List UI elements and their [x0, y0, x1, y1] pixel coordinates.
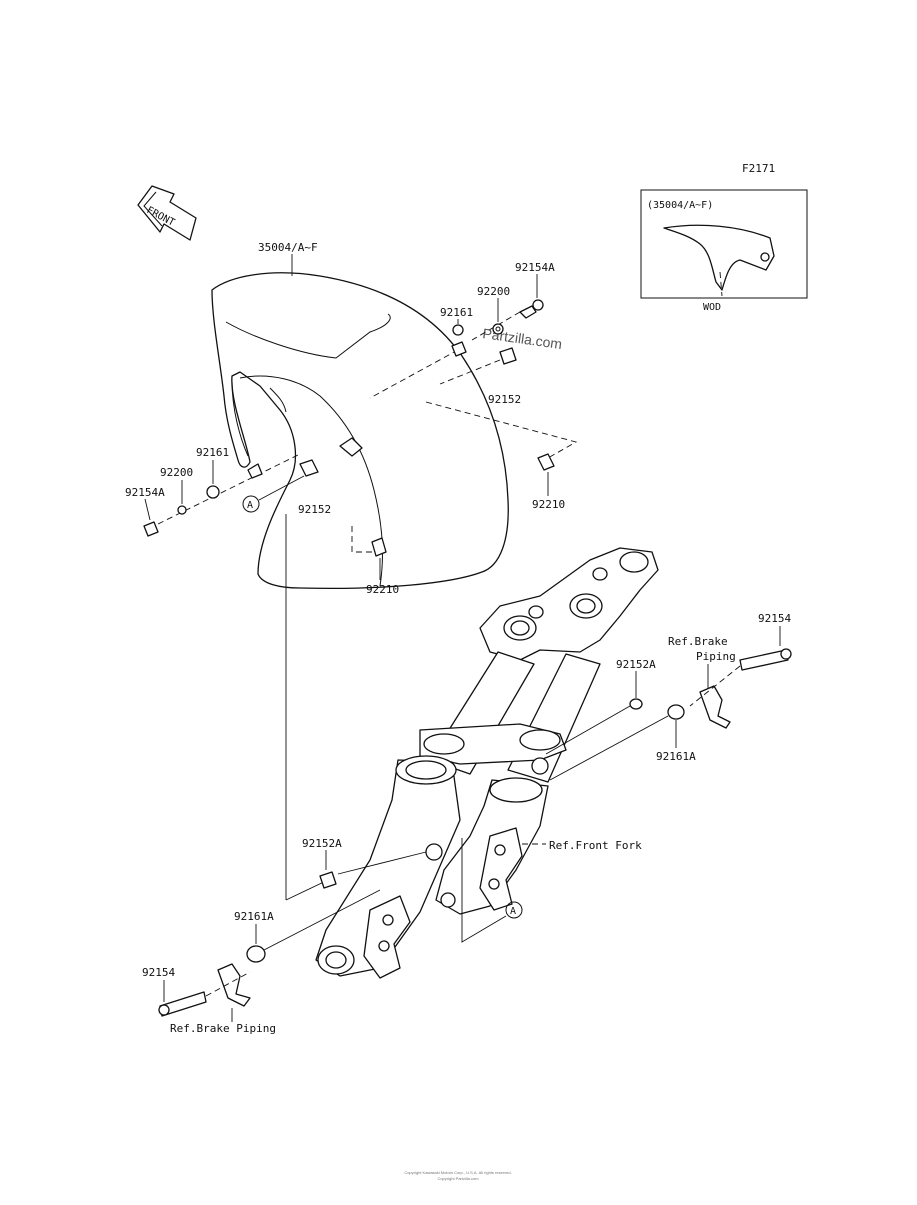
washer-icon-2: [452, 324, 464, 336]
nut-icon: [451, 341, 467, 357]
footer-copyright-2: Copyright Partzilla.com: [437, 1176, 479, 1181]
part-label-92152A-left: 92152A: [302, 837, 342, 850]
washer-icon-lower: [319, 871, 337, 889]
part-label-92161-top: 92161: [440, 306, 473, 319]
brake-hardware-right: [545, 648, 792, 781]
reference-marker-a-bottom: A: [461, 838, 523, 943]
front-arrow-icon: FRONT: [137, 185, 197, 241]
part-label-92200-left: 92200: [160, 466, 193, 479]
bolt-icon-right: [739, 649, 789, 671]
clip-icon: [537, 453, 555, 471]
part-label-92154A-top: 92154A: [515, 261, 555, 274]
washer-icon-right: [629, 698, 643, 710]
collar-icon-left: [299, 459, 319, 477]
reference-marker-a-top: A: [242, 475, 305, 513]
collar-icon-lower: [246, 945, 266, 963]
fender-hardware-left: [143, 453, 319, 537]
front-fender: [211, 272, 509, 590]
part-label-92152-mid: 92152: [298, 503, 331, 516]
part-label-92210-mid: 92210: [366, 583, 399, 596]
part-label-92152A-right: 92152A: [616, 658, 656, 671]
svg-text:A: A: [510, 906, 516, 917]
inset-box: (35004/A~F) WOD: [640, 189, 808, 313]
collar-icon: [499, 347, 517, 365]
brake-hardware-left: [158, 851, 427, 1017]
part-label-92154-left: 92154: [142, 966, 175, 979]
bolt-icon-left: [143, 521, 159, 537]
bolt-icon: [532, 299, 544, 311]
ref-brake-piping-top-line2: Piping: [696, 650, 736, 663]
inset-caption: WOD: [703, 302, 721, 313]
part-label-92161A-left: 92161A: [234, 910, 274, 923]
clip-icon-mid: [371, 537, 387, 557]
front-fork-assembly: [315, 547, 659, 979]
part-label-92152-top: 92152: [488, 393, 521, 406]
inset-label: (35004/A~F): [647, 200, 713, 211]
svg-text:A: A: [247, 500, 253, 511]
nut-icon-left: [206, 485, 220, 499]
ref-brake-piping-bottom: Ref.Brake Piping: [170, 1022, 276, 1035]
part-label-92161-left: 92161: [196, 446, 229, 459]
footer-copyright-1: Copyright Kawasaki Motors Corp., U.S.A. …: [404, 1170, 511, 1175]
ref-front-fork: Ref.Front Fork: [549, 839, 642, 852]
collar-icon-right: [667, 704, 685, 720]
brake-clamp-icon: [699, 685, 731, 729]
washer-icon: [492, 323, 504, 335]
part-label-92154A-left: 92154A: [125, 486, 165, 499]
part-label-92200-top: 92200: [477, 285, 510, 298]
part-label-92154-right: 92154: [758, 612, 791, 625]
part-label-fender: 35004/A~F: [258, 241, 318, 254]
part-label-92210-right: 92210: [532, 498, 565, 511]
brake-clamp-icon-lower: [217, 963, 251, 1007]
ref-brake-piping-top-line1: Ref.Brake: [668, 635, 728, 648]
fender-hardware-top: [369, 299, 544, 399]
washer-icon-left: [177, 505, 187, 515]
figure-code: F2171: [742, 162, 775, 175]
part-label-92161A-right: 92161A: [656, 750, 696, 763]
